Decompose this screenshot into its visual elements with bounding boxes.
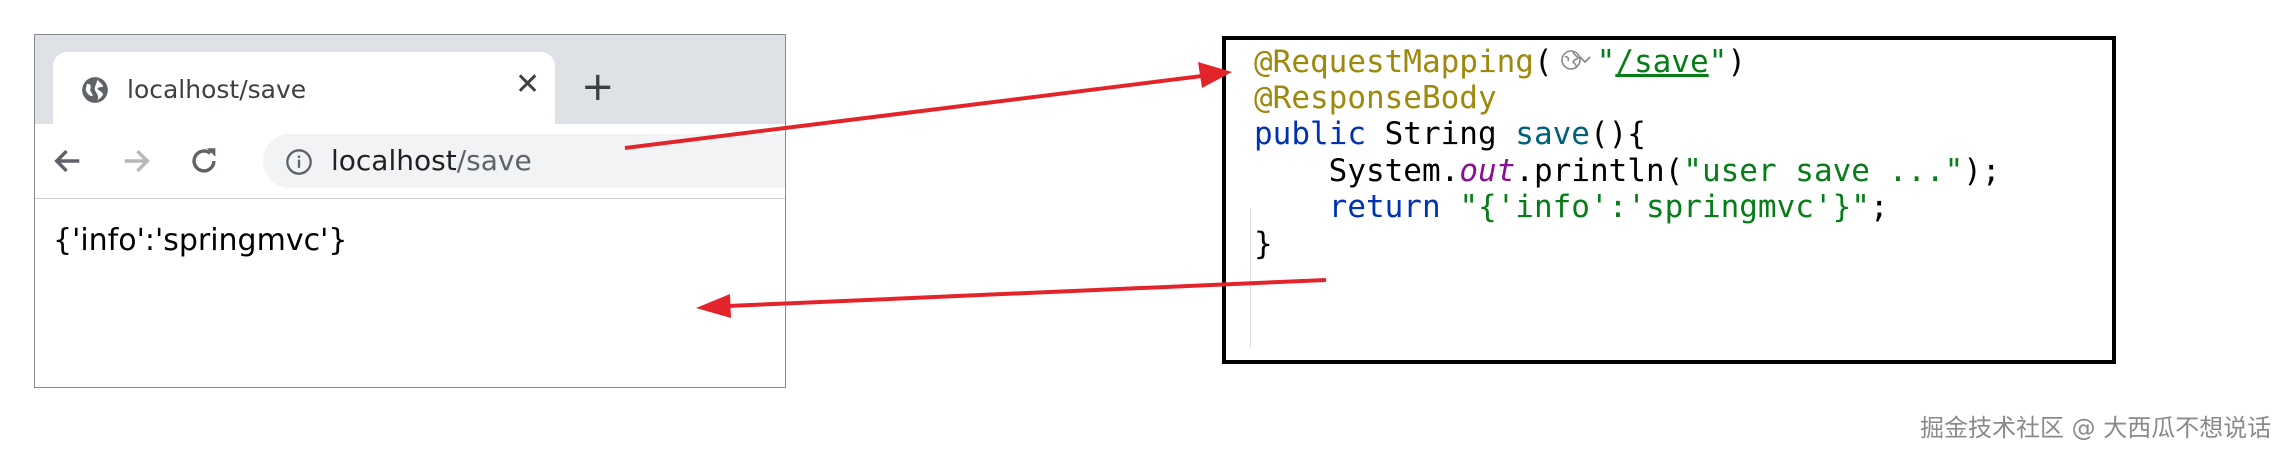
code-line-1: @RequestMapping( "/save") xyxy=(1254,44,1746,80)
url-host: localhost xyxy=(331,144,457,177)
address-bar[interactable]: localhost/save xyxy=(263,134,785,188)
browser-tab[interactable]: localhost/save ✕ xyxy=(53,52,555,124)
info-icon[interactable] xyxy=(285,148,313,176)
code-line-6: } xyxy=(1254,226,1273,262)
reload-icon[interactable] xyxy=(187,144,221,178)
url-path: /save xyxy=(456,144,532,177)
return-string: "{'info':'springmvc'}" xyxy=(1459,189,1870,225)
keyword-public: public xyxy=(1254,116,1366,152)
arrow-return-to-page xyxy=(727,278,1327,308)
annotation-request-mapping: @RequestMapping xyxy=(1254,44,1534,80)
println-call: .println( xyxy=(1515,153,1684,189)
code-line-3: public String save(){ xyxy=(1254,116,1646,152)
keyword-return: return xyxy=(1328,189,1441,225)
code-snippet: @RequestMapping( "/save") @ResponseBody p… xyxy=(1222,36,2116,364)
system-class: System. xyxy=(1328,153,1460,189)
quote-open: " xyxy=(1596,44,1616,80)
statement-end: ); xyxy=(1963,153,2001,189)
paren-close: ) xyxy=(1727,44,1746,80)
close-icon[interactable]: ✕ xyxy=(515,67,541,102)
mapping-path[interactable]: /save xyxy=(1615,44,1709,80)
arrowhead-mapping xyxy=(1198,62,1232,88)
browser-window: localhost/save ✕ + localhost/save {'info… xyxy=(34,34,786,388)
globe-icon xyxy=(82,77,108,103)
arrow-url-to-mapping xyxy=(624,74,1203,150)
paren-open: ( xyxy=(1533,44,1553,80)
arrow-right-icon[interactable] xyxy=(119,144,153,178)
code-line-5: return "{'info':'springmvc'}"; xyxy=(1254,189,1889,225)
arrowhead-page xyxy=(696,294,731,318)
code-line-4: System.out.println("user save ..."); xyxy=(1254,153,2001,189)
globe-chevron-icon[interactable] xyxy=(1553,46,1597,76)
println-string: "user save ..." xyxy=(1683,153,1964,189)
return-type: String xyxy=(1365,116,1516,152)
watermark-text: 掘金技术社区 @ 大西瓜不想说话 xyxy=(1920,414,2272,442)
statement-end: ; xyxy=(1869,189,1889,225)
address-url: localhost/save xyxy=(331,144,532,177)
method-name: save xyxy=(1515,116,1590,152)
indent-guide xyxy=(1250,208,1251,348)
static-field-out: out xyxy=(1459,153,1516,189)
arrow-left-icon[interactable] xyxy=(51,144,85,178)
tab-title: localhost/save xyxy=(127,75,307,104)
quote-close: " xyxy=(1708,44,1728,80)
code-line-2: @ResponseBody xyxy=(1254,80,1497,116)
browser-toolbar: localhost/save xyxy=(35,124,785,199)
page-body-text: {'info':'springmvc'} xyxy=(53,223,348,258)
tab-bar: localhost/save ✕ + xyxy=(35,35,785,124)
method-signature-rest: (){ xyxy=(1589,116,1646,152)
new-tab-button[interactable]: + xyxy=(581,64,615,110)
